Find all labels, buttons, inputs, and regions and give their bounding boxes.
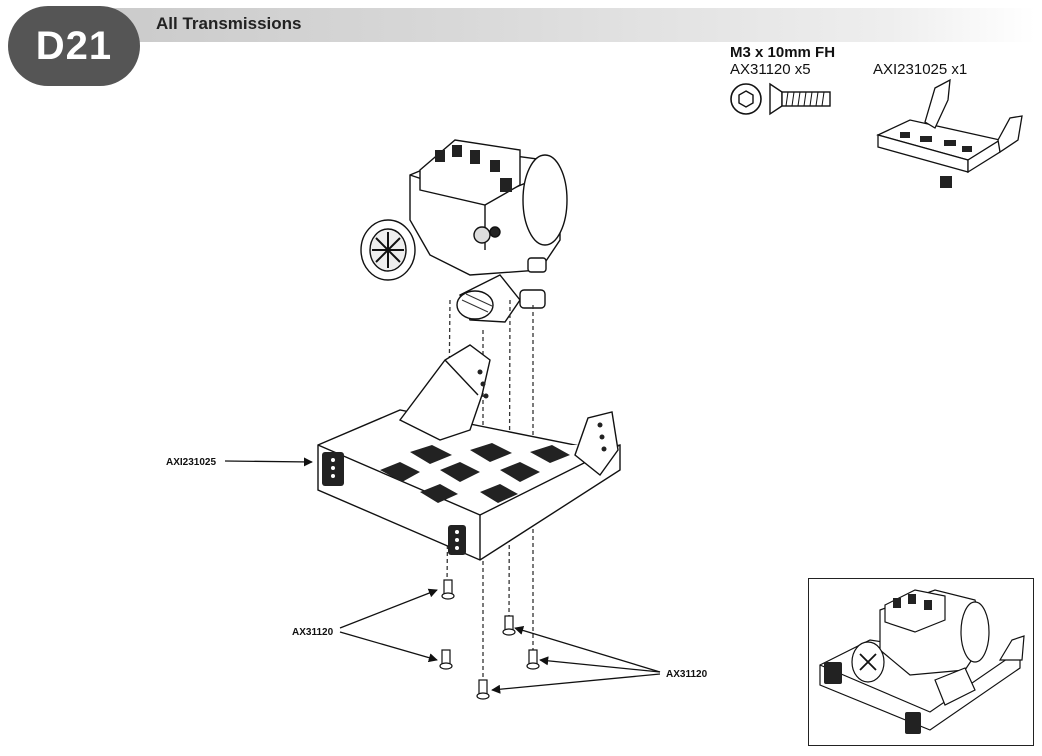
screw-callout-right: AX31120	[666, 669, 708, 680]
hex-socket-icon	[730, 83, 762, 115]
chassis-part-number: AXI231025 x1	[873, 61, 968, 78]
assembled-inset-frame	[808, 578, 1034, 746]
step-badge: D21	[8, 6, 140, 86]
screw-2	[502, 615, 516, 636]
screw-group	[439, 579, 540, 700]
flat-head-screw-icon	[769, 82, 831, 116]
screw-1	[441, 579, 455, 600]
chassis-skid-plate	[317, 344, 621, 561]
screw-4	[526, 649, 540, 670]
section-title: All Transmissions	[156, 14, 302, 33]
screw-callout-left: AX31120	[292, 627, 334, 638]
assembled-view-drawing	[819, 589, 1025, 734]
screw-5	[476, 679, 490, 700]
chassis-part-icon	[876, 78, 1023, 188]
screw-3	[439, 649, 453, 670]
screw-part-number: AX31120 x5	[730, 61, 811, 78]
callout-arrows	[224, 457, 661, 694]
chassis-callout-label: AXI231025	[166, 457, 217, 468]
header-bar	[60, 8, 1035, 42]
transmission-assembly	[360, 139, 568, 323]
screw-spec-label: M3 x 10mm FH	[730, 44, 836, 61]
